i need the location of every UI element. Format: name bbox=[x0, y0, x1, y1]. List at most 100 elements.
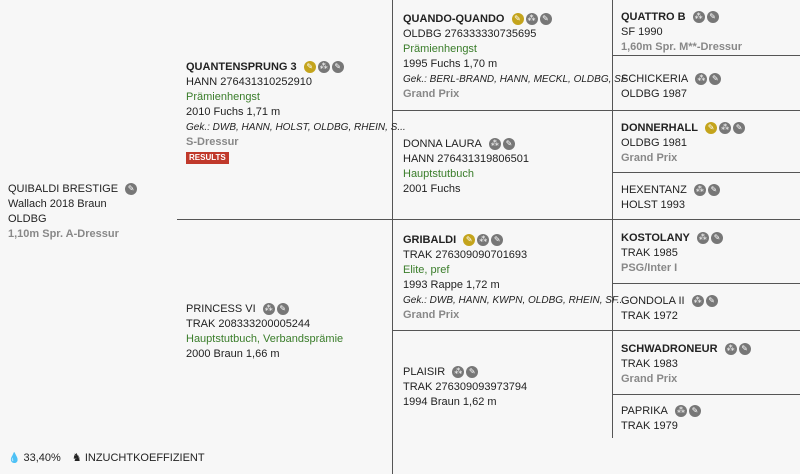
ss-line1: OLDBG 276333330735695 bbox=[403, 28, 537, 41]
dd-name[interactable]: PLAISIR bbox=[403, 366, 446, 378]
gg6-name[interactable]: GONDOLA II bbox=[621, 295, 685, 307]
results-badge[interactable]: RESULTS bbox=[186, 152, 229, 165]
sire-line3: 2010 Fuchs 1,71 m bbox=[186, 106, 281, 119]
gg2-line1: OLDBG 1987 bbox=[621, 88, 688, 101]
sire-name[interactable]: QUANTENSPRUNG 3 bbox=[186, 61, 297, 73]
gg1-line1: SF 1990 bbox=[621, 26, 663, 39]
divider-gen1 bbox=[177, 219, 800, 220]
gg7-line2: Grand Prix bbox=[621, 373, 678, 386]
pedigree-icon[interactable]: ⁂ bbox=[692, 11, 705, 24]
pencil-icon[interactable]: ✎ bbox=[710, 232, 723, 245]
ds-line4: Gek.: DWB, HANN, KWPN, OLDBG, RHEIN, SF.… bbox=[403, 295, 626, 307]
dam-line1: TRAK 208333200005244 bbox=[186, 318, 311, 331]
pedigree-icon[interactable]: ⁂ bbox=[691, 295, 704, 308]
gg-card-2: SCHICKERIA ⁂✎ OLDBG 1987 bbox=[621, 72, 723, 102]
sire-line4: Gek.: DWB, HANN, HOLST, OLDBG, RHEIN, S.… bbox=[186, 122, 406, 134]
pedigree-icon[interactable]: ⁂ bbox=[693, 184, 706, 197]
pencil-icon[interactable]: ✎ bbox=[539, 13, 552, 26]
gg6-line1: TRAK 1972 bbox=[621, 310, 678, 323]
gg3-name[interactable]: DONNERHALL bbox=[621, 122, 698, 134]
dam-sire-card: GRIBALDI ✎⁂✎ TRAK 276309090701693 Elite,… bbox=[403, 233, 625, 323]
pencil-icon[interactable]: ✎ bbox=[502, 138, 515, 151]
pedigree-icon[interactable]: ⁂ bbox=[262, 303, 275, 316]
pencil-icon[interactable]: ✎ bbox=[466, 366, 479, 379]
ss-line4: Gek.: BERL-BRAND, HANN, MECKL, OLDBG, SF bbox=[403, 74, 627, 86]
pencil-icon[interactable]: ✎ bbox=[463, 234, 476, 247]
pencil-icon[interactable]: ✎ bbox=[688, 405, 701, 418]
gg8-name[interactable]: PAPRIKA bbox=[621, 405, 668, 417]
pedigree-icon[interactable]: ⁂ bbox=[525, 13, 538, 26]
gg8-line1: TRAK 1979 bbox=[621, 420, 678, 433]
ds-line1: TRAK 276309090701693 bbox=[403, 249, 528, 262]
pedigree-icon[interactable]: ⁂ bbox=[674, 405, 687, 418]
gg3-line1: OLDBG 1981 bbox=[621, 137, 688, 150]
dam-line2: Hauptstutbuch, Verbandsprämie bbox=[186, 333, 344, 346]
gg-card-3: DONNERHALL ✎⁂✎ OLDBG 1981 Grand Prix bbox=[621, 121, 747, 166]
pencil-icon[interactable]: ✎ bbox=[706, 11, 719, 24]
inbreeding-label[interactable]: INZUCHTKOEFFIZIENT bbox=[84, 452, 205, 464]
pedigree-icon[interactable]: ⁂ bbox=[695, 73, 708, 86]
pencil-icon[interactable]: ✎ bbox=[733, 122, 746, 135]
pencil-icon[interactable]: ✎ bbox=[276, 303, 289, 316]
pencil-icon[interactable]: ✎ bbox=[511, 13, 524, 26]
gg-card-4: HEXENTANZ ⁂✎ HOLST 1993 bbox=[621, 183, 722, 213]
divider-gen2-top bbox=[392, 110, 800, 111]
dam-name[interactable]: PRINCESS VI bbox=[186, 303, 256, 315]
pencil-icon[interactable]: ✎ bbox=[125, 183, 138, 196]
sire-sire-card: QUANDO-QUANDO ✎⁂✎ OLDBG 276333330735695 … bbox=[403, 12, 627, 102]
ss-line5: Grand Prix bbox=[403, 88, 460, 101]
sd-name[interactable]: DONNA LAURA bbox=[403, 138, 482, 150]
gg7-line1: TRAK 1983 bbox=[621, 358, 678, 371]
pedigree-icon[interactable]: ⁂ bbox=[719, 122, 732, 135]
ds-line2: Elite, pref bbox=[403, 264, 450, 277]
inbreeding-footer: 💧 33,40% ♞ INZUCHTKOEFFIZIENT bbox=[8, 451, 205, 466]
pencil-icon[interactable]: ✎ bbox=[331, 61, 344, 74]
divider-gen2-bottom bbox=[392, 330, 800, 331]
pedigree-icon[interactable]: ⁂ bbox=[477, 234, 490, 247]
gg5-line2: PSG/Inter I bbox=[621, 262, 678, 275]
pedigree-icon[interactable]: ⁂ bbox=[488, 138, 501, 151]
gg-card-5: KOSTOLANY ⁂✎ TRAK 1985 PSG/Inter I bbox=[621, 231, 725, 276]
pencil-icon[interactable]: ✎ bbox=[738, 343, 751, 356]
pedigree-icon[interactable]: ⁂ bbox=[452, 366, 465, 379]
pedigree-icon[interactable]: ⁂ bbox=[317, 61, 330, 74]
gg3-line2: Grand Prix bbox=[621, 152, 678, 165]
ss-name[interactable]: QUANDO-QUANDO bbox=[403, 13, 505, 25]
pencil-icon[interactable]: ✎ bbox=[303, 61, 316, 74]
divider-col2 bbox=[392, 0, 393, 474]
dd-line1: TRAK 276309093973794 bbox=[403, 381, 528, 394]
divider-g7 bbox=[612, 394, 800, 395]
subject-line2: OLDBG bbox=[8, 213, 47, 226]
gg-card-6: GONDOLA II ⁂✎ TRAK 1972 bbox=[621, 294, 720, 324]
gg5-line1: TRAK 1985 bbox=[621, 247, 678, 260]
drop-icon: 💧 bbox=[8, 453, 21, 464]
pedigree-icon[interactable]: ⁂ bbox=[724, 343, 737, 356]
ss-line3: 1995 Fuchs 1,70 m bbox=[403, 58, 498, 71]
gg1-line2: 1,60m Spr. M**-Dressur bbox=[621, 41, 743, 54]
gg2-name[interactable]: SCHICKERIA bbox=[621, 73, 689, 85]
pedigree-icon[interactable]: ⁂ bbox=[696, 232, 709, 245]
gg5-name[interactable]: KOSTOLANY bbox=[621, 232, 690, 244]
pencil-icon[interactable]: ✎ bbox=[491, 234, 504, 247]
ds-name[interactable]: GRIBALDI bbox=[403, 234, 457, 246]
dam-dam-card: PLAISIR ⁂✎ TRAK 276309093973794 1994 Bra… bbox=[403, 365, 527, 410]
gg1-name[interactable]: QUATTRO B bbox=[621, 11, 686, 23]
dam-line3: 2000 Braun 1,66 m bbox=[186, 348, 280, 361]
divider-g1 bbox=[612, 55, 800, 56]
gg-card-1: QUATTRO B ⁂✎ SF 1990 1,60m Spr. M**-Dres… bbox=[621, 10, 742, 55]
pencil-icon[interactable]: ✎ bbox=[707, 184, 720, 197]
ds-line5: Grand Prix bbox=[403, 309, 460, 322]
pencil-icon[interactable]: ✎ bbox=[709, 73, 722, 86]
pencil-icon[interactable]: ✎ bbox=[705, 295, 718, 308]
sire-line5: S-Dressur bbox=[186, 136, 239, 149]
subject-name[interactable]: QUIBALDI BRESTIGE bbox=[8, 183, 119, 195]
gg4-line1: HOLST 1993 bbox=[621, 199, 686, 212]
gg4-name[interactable]: HEXENTANZ bbox=[621, 184, 687, 196]
sd-line3: 2001 Fuchs bbox=[403, 183, 461, 196]
gg7-name[interactable]: SCHWADRONEUR bbox=[621, 343, 718, 355]
dd-line2: 1994 Braun 1,62 m bbox=[403, 396, 497, 409]
pencil-icon[interactable]: ✎ bbox=[705, 122, 718, 135]
divider-g5 bbox=[612, 283, 800, 284]
gg-card-8: PAPRIKA ⁂✎ TRAK 1979 bbox=[621, 404, 703, 434]
subject-line3: 1,10m Spr. A-Dressur bbox=[8, 228, 119, 241]
